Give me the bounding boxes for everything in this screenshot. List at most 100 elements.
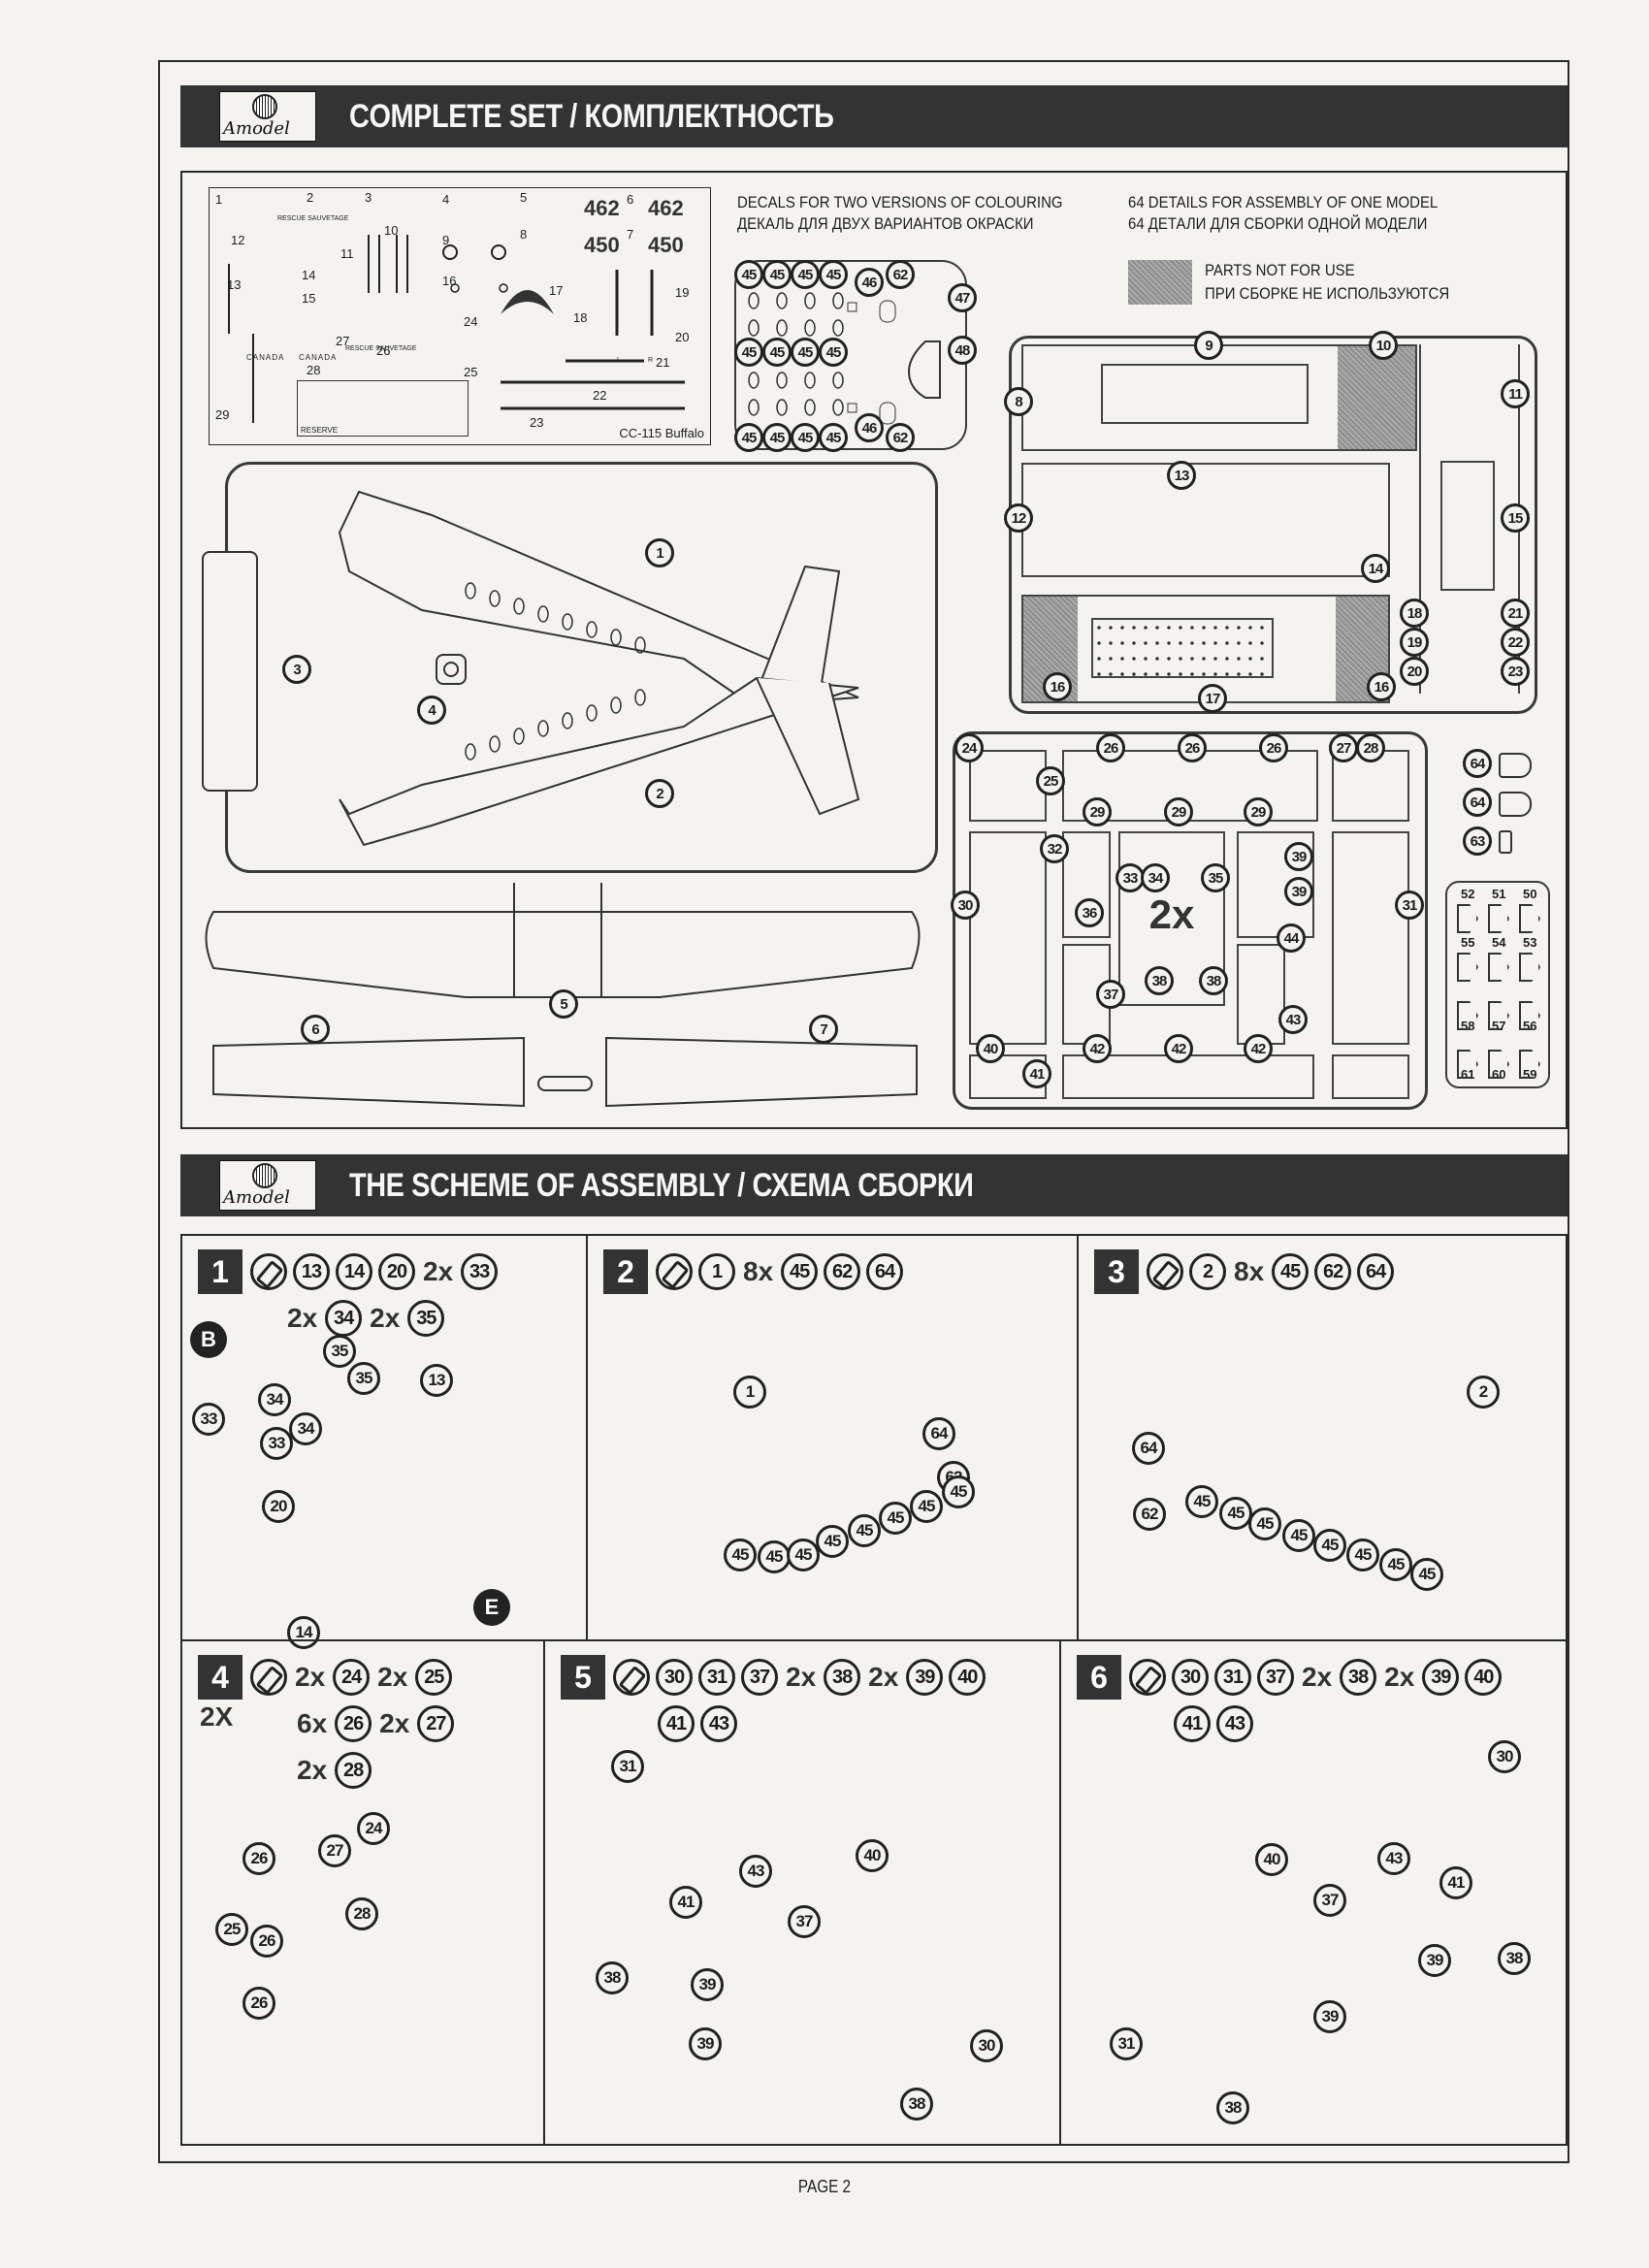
part-label: 31 <box>1395 891 1424 920</box>
part-callout: 30 <box>1172 1659 1209 1696</box>
diagram-part-label: 39 <box>689 2027 722 2060</box>
window-part-shape <box>1519 1001 1540 1030</box>
unused-parts-swatch <box>1128 260 1192 305</box>
diagram-part-label: 39 <box>691 1968 724 2001</box>
fuselage-window <box>586 704 598 722</box>
part-callout: 34 <box>325 1300 363 1337</box>
part-label: 35 <box>1201 863 1230 892</box>
window-lens <box>776 292 788 309</box>
diagram-part-label: 43 <box>1377 1842 1410 1875</box>
part-label: 45 <box>819 338 848 367</box>
fuselage-window <box>537 720 549 737</box>
amodel-logo: Amodel <box>219 1160 316 1211</box>
part-callout: 1 <box>698 1253 735 1290</box>
part-label: 29 <box>1244 797 1273 826</box>
part-label: 63 <box>1463 826 1492 856</box>
part-64-drawing <box>1499 792 1532 817</box>
fuselage-window <box>634 636 646 654</box>
part-label: 62 <box>886 260 915 289</box>
window-part-shape <box>1457 1050 1478 1079</box>
part-label: 26 <box>1178 733 1207 762</box>
window-lens <box>748 292 760 309</box>
diagram-part-label: 45 <box>758 1540 791 1573</box>
part-label: 26 <box>1259 733 1288 762</box>
window-part-number: 50 <box>1523 887 1537 901</box>
part-label: 29 <box>1164 797 1193 826</box>
diagram-part-label: 39 <box>1418 1944 1451 1977</box>
window-lens <box>832 292 844 309</box>
quantity: 2x <box>287 1303 318 1333</box>
part-label: 48 <box>948 336 977 365</box>
part-3-tailplane <box>202 551 258 792</box>
fuselage-window <box>513 598 525 615</box>
window-lens <box>832 372 844 389</box>
propeller-wheel-icon <box>252 94 277 119</box>
clear-parts-drawing <box>748 292 941 425</box>
diagram-part-label: 34 <box>258 1383 291 1416</box>
part-callout: 25 <box>415 1659 453 1696</box>
part-callout: 37 <box>1257 1659 1294 1696</box>
diagram-part-label: 30 <box>1488 1740 1521 1773</box>
diagram-part-label: 45 <box>879 1502 912 1535</box>
part-label: 4 <box>417 696 446 725</box>
diagram-part-label: 35 <box>347 1362 380 1395</box>
part-label: 12 <box>1004 503 1033 533</box>
window-part-number: 52 <box>1461 887 1475 901</box>
part-callout: 64 <box>1357 1253 1395 1290</box>
quantity: 2x <box>868 1662 899 1692</box>
window-lens <box>832 399 844 416</box>
part-label: 17 <box>1198 684 1227 713</box>
quantity: 2x <box>297 1755 328 1785</box>
fuselage-window <box>586 621 598 638</box>
part-label: 34 <box>1141 863 1170 892</box>
diagram-part-label: 45 <box>1410 1558 1443 1591</box>
quantity: 2x <box>1384 1662 1415 1692</box>
part-label: 2 <box>645 779 674 808</box>
part-label: 9 <box>1194 331 1223 360</box>
part-label: 45 <box>791 423 820 452</box>
diagram-part-label: 43 <box>739 1855 772 1888</box>
part-label: 16 <box>1043 672 1072 701</box>
part-callout: 26 <box>335 1705 372 1742</box>
window-part-shape <box>1488 1050 1509 1079</box>
window-lens <box>748 399 760 416</box>
window-part-shape <box>1457 953 1478 982</box>
part-label: 23 <box>1501 657 1530 686</box>
part-callout: 30 <box>656 1659 693 1696</box>
part-label: 8 <box>1004 387 1033 416</box>
part-callout: 20 <box>378 1253 415 1290</box>
step-number: 5 <box>561 1655 605 1700</box>
quantity: 2x <box>295 1662 326 1692</box>
diagram-part-label: 31 <box>1110 2027 1143 2060</box>
glue-icon <box>1129 1659 1166 1696</box>
part-callout: 33 <box>461 1253 499 1290</box>
window-lens <box>748 319 760 337</box>
quantity: 2x <box>379 1708 410 1738</box>
part-callout: 41 <box>658 1705 695 1742</box>
part-label: 45 <box>791 260 820 289</box>
diagram-part-label: 40 <box>1255 1843 1288 1876</box>
part-callout: 39 <box>906 1659 944 1696</box>
part-label: 44 <box>1277 923 1306 953</box>
diagram-part-label: 33 <box>260 1427 293 1460</box>
window-part-shape <box>1457 904 1478 933</box>
window-part-number: 53 <box>1523 935 1537 950</box>
step-number: 1 <box>198 1249 242 1294</box>
part-label: 3 <box>282 655 311 684</box>
glue-icon <box>250 1253 287 1290</box>
step-number: 4 <box>198 1655 242 1700</box>
part-label: 11 <box>1501 379 1530 408</box>
diagram-part-label: 27 <box>318 1834 351 1867</box>
window-part-shape <box>1488 904 1509 933</box>
part-callout: 43 <box>1216 1705 1253 1742</box>
diagram-part-label: 45 <box>1313 1529 1346 1562</box>
part-label: 18 <box>1400 599 1429 628</box>
sprue-b: 8 9 10 11 12 13 14 15 16 16 17 18 19 20 … <box>1004 331 1537 714</box>
part-label: 16 <box>1367 672 1396 701</box>
